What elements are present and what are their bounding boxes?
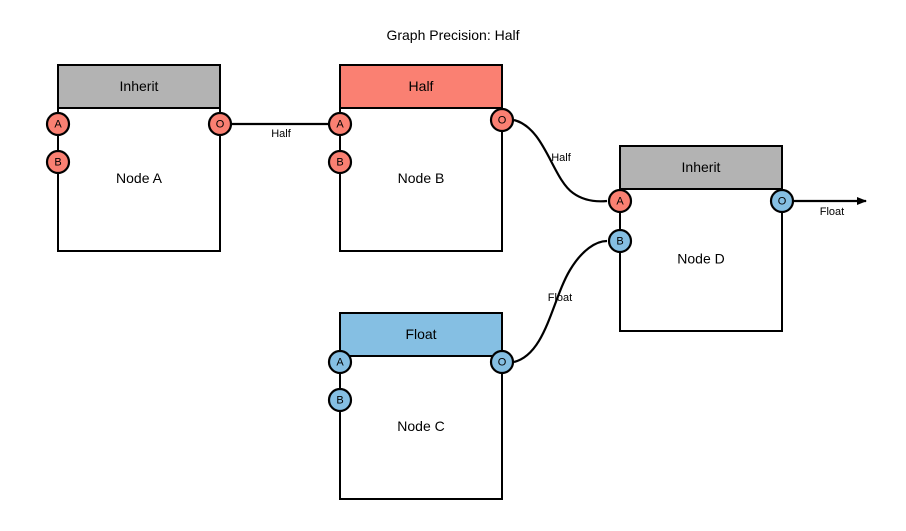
node-header[interactable] xyxy=(57,64,221,109)
node-header-label: Inherit xyxy=(682,159,721,175)
node-header-label: Inherit xyxy=(120,78,159,94)
port-circle[interactable] xyxy=(45,149,71,175)
page-title: Graph Precision: Half xyxy=(386,27,519,43)
port-circle[interactable] xyxy=(45,111,71,137)
node-name-label: Node D xyxy=(677,251,724,267)
port-circle[interactable] xyxy=(489,107,515,133)
port-label: A xyxy=(336,119,344,131)
port-label: A xyxy=(54,119,62,131)
port-circle[interactable] xyxy=(327,387,353,413)
port-label: B xyxy=(336,395,343,407)
port-circle[interactable] xyxy=(327,149,353,175)
edge-label: Half xyxy=(551,152,572,164)
port-label: B xyxy=(616,236,623,248)
node-header[interactable] xyxy=(339,64,503,109)
node-header-label: Half xyxy=(409,78,434,94)
output-port-o[interactable]: O xyxy=(207,111,233,137)
port-label: O xyxy=(778,196,787,208)
port-label: O xyxy=(498,115,507,127)
input-port-b[interactable]: B xyxy=(45,149,71,175)
port-circle[interactable] xyxy=(489,349,515,375)
edge-label: Float xyxy=(548,292,572,304)
port-label: B xyxy=(54,157,61,169)
port-label: B xyxy=(336,157,343,169)
port-label: O xyxy=(498,357,507,369)
port-circle[interactable] xyxy=(327,111,353,137)
node-name-label: Node B xyxy=(398,170,445,186)
edge-label: Half xyxy=(271,128,292,140)
output-port-o[interactable]: O xyxy=(489,349,515,375)
graph-edge: Half xyxy=(513,118,608,203)
port-label: O xyxy=(216,119,225,131)
input-port-a[interactable]: A xyxy=(327,111,353,137)
port-circle[interactable] xyxy=(207,111,233,137)
port-circle[interactable] xyxy=(607,188,633,214)
edge-path xyxy=(513,239,608,364)
input-port-a[interactable]: A xyxy=(607,188,633,214)
input-port-a[interactable]: A xyxy=(327,349,353,375)
node-name-label: Node C xyxy=(397,418,444,434)
input-port-b[interactable]: B xyxy=(327,149,353,175)
node-header[interactable] xyxy=(339,312,503,357)
output-port-o[interactable]: O xyxy=(489,107,515,133)
edge-label: Float xyxy=(820,206,844,218)
port-circle[interactable] xyxy=(327,349,353,375)
port-circle[interactable] xyxy=(607,228,633,254)
graph-edge: Half xyxy=(232,122,328,140)
graph-edge: Float xyxy=(513,239,608,364)
input-port-a[interactable]: A xyxy=(45,111,71,137)
edge-path xyxy=(513,118,608,203)
output-port-o[interactable]: O xyxy=(769,188,795,214)
input-port-b[interactable]: B xyxy=(327,387,353,413)
graph-edge: Float xyxy=(794,197,867,218)
port-label: A xyxy=(616,196,624,208)
port-label: A xyxy=(336,357,344,369)
node-header-label: Float xyxy=(405,326,436,342)
input-port-b[interactable]: B xyxy=(607,228,633,254)
node-header[interactable] xyxy=(619,145,783,190)
port-circle[interactable] xyxy=(769,188,795,214)
node-name-label: Node A xyxy=(116,170,163,186)
